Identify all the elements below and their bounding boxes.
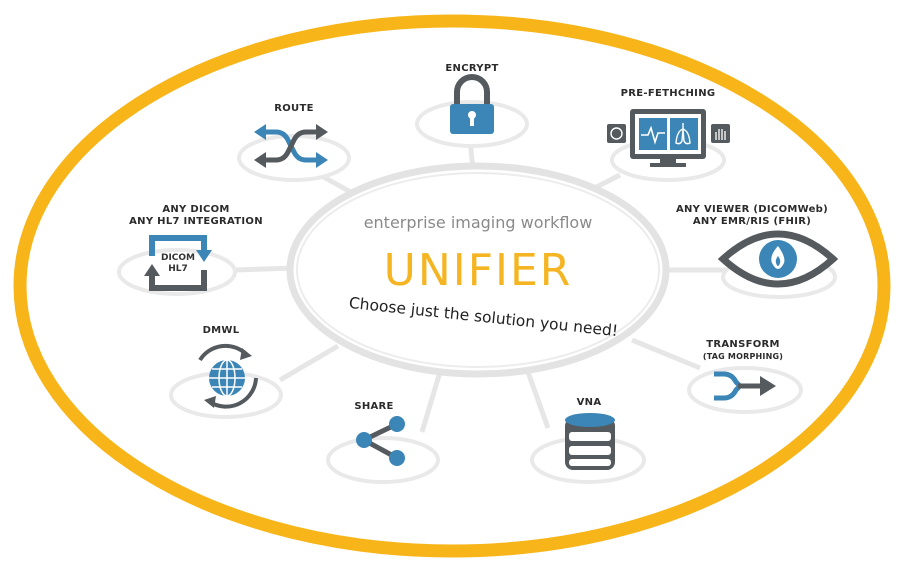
node-transform[interactable]: TRANSFORM (TAG MORPHING) [687,339,803,414]
node-integration-label-1: ANY DICOM [162,204,229,215]
route-arrows-icon [254,124,328,168]
node-integration-label-2: ANY HL7 INTEGRATION [129,216,263,227]
node-encrypt-label: ENCRYPT [445,63,498,74]
eye-icon [717,230,839,288]
center-title: UNIFIER [384,245,573,296]
node-transform-sublabel: (TAG MORPHING) [703,352,783,361]
node-transform-label: TRANSFORM [706,339,780,350]
node-viewer[interactable]: ANY VIEWER (DICOMWeb) ANY EMR/RIS (FHIR) [676,204,839,299]
node-vna[interactable]: VNA [530,397,646,484]
node-share-label: SHARE [354,401,393,412]
cycle-arrows-icon: DICOM HL7 [144,235,212,291]
node-share-base [326,436,440,484]
lock-icon [450,74,494,134]
node-prefetching-label: PRE-FETHCHING [621,88,716,99]
node-dmwl-label: DMWL [203,325,240,336]
globe-icon [198,343,258,409]
node-transform-base [687,366,803,414]
node-share[interactable]: SHARE [326,401,440,484]
hl7-text: HL7 [168,264,188,274]
node-viewer-label-1: ANY VIEWER (DICOMWeb) [676,204,828,215]
center-subtitle: enterprise imaging workflow [364,213,593,232]
node-dmwl[interactable]: DMWL [169,325,283,419]
node-vna-label: VNA [577,397,602,408]
node-encrypt[interactable]: ENCRYPT [415,63,529,148]
dicom-text: DICOM [161,253,195,263]
node-route-label: ROUTE [274,103,313,114]
center-ellipse [286,162,670,378]
node-route[interactable]: ROUTE [237,103,351,182]
center-ellipse-inner [296,172,660,368]
node-viewer-label-2: ANY EMR/RIS (FHIR) [693,216,811,227]
monitor-icon [607,109,730,167]
database-icon [565,413,615,470]
node-integration[interactable]: ANY DICOM ANY HL7 INTEGRATION DICOM HL7 [117,204,263,296]
share-icon [356,416,405,466]
merge-arrow-icon [714,371,776,401]
node-prefetching[interactable]: PRE-FETHCHING [607,88,730,182]
